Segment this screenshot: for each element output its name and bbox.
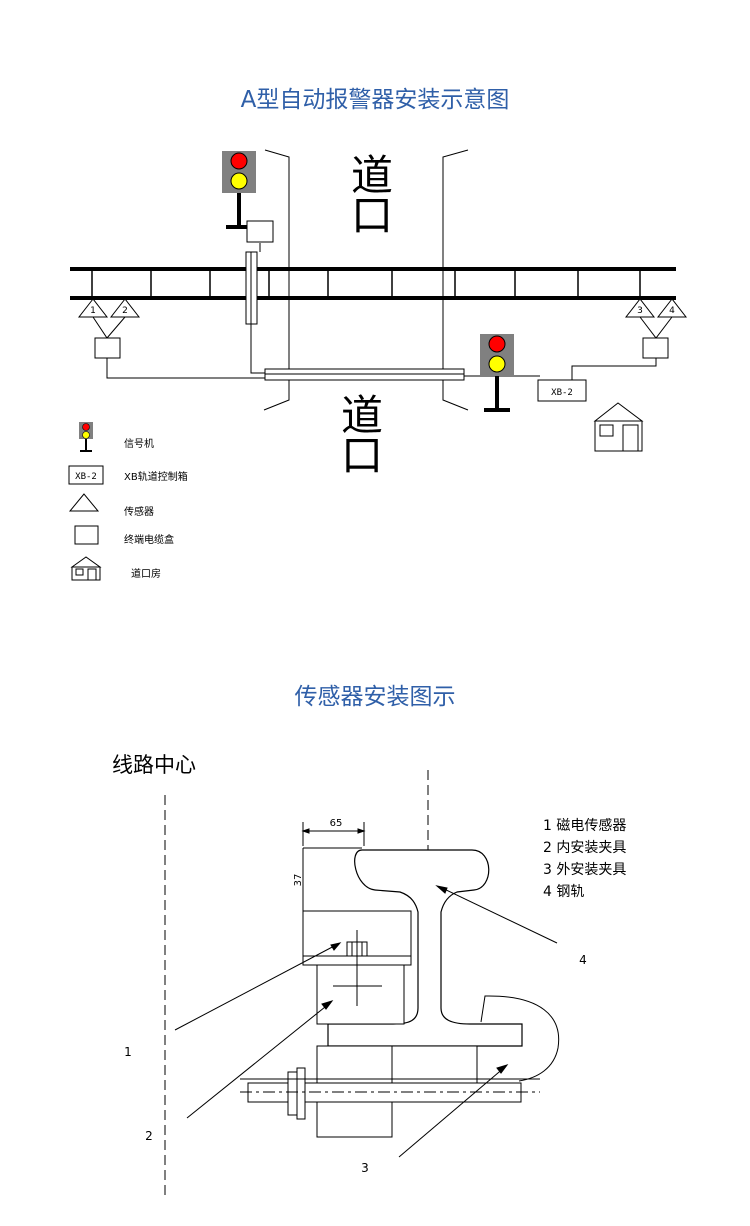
callout-4: 4 [579,953,587,967]
sensor-group-left [77,298,141,359]
cable-wiring [106,243,657,384]
crossing-label-lower-1: 道 [341,391,383,440]
railway-track [70,267,676,300]
junction-box-icon [74,525,99,545]
crossing-label-upper-1: 道 [351,151,393,200]
part-list-item-2: 2 内安装夹具 [543,840,626,856]
dimension-height-value: 37 [293,874,304,887]
sensor-number-1: 1 [90,306,96,316]
outer-clamp [240,995,560,1138]
magnetoelectric-sensor [302,910,412,1025]
control-box-icon: XB-2 [68,465,104,485]
callout-1: 1 [124,1045,132,1059]
part-list-item-3: 3 外安装夹具 [543,862,626,878]
cable-conduit-vertical [245,251,258,325]
junction-box-upper [246,220,274,243]
legend-label-junction-box: 终端电缆盒 [124,533,174,546]
legend-label-house: 道口房 [131,567,161,580]
legend-box-text: XB-2 [75,472,97,482]
center-line-label: 线路中心 [112,753,196,777]
crossing-house [593,402,644,452]
callout-2: 2 [145,1129,153,1143]
sensor-number-3: 3 [637,306,643,316]
sensor-group-right [624,298,688,359]
sensor-number-2: 2 [122,306,128,316]
legend-label-control-box: XB轨道控制箱 [124,470,188,483]
control-box [537,379,587,402]
diagram-title-sensor: 传感器安装图示 [294,684,456,710]
signal-light-lower [480,334,514,412]
dimension-height [302,847,362,911]
installation-diagram: 道 口 道 口 [68,149,688,581]
part-list-item-1: 1 磁电传感器 [543,817,626,834]
legend-label-sensor: 传感器 [124,505,154,518]
callout-3: 3 [361,1161,369,1175]
road-crossing [263,149,469,411]
crossing-label-lower-2: 口 [341,431,383,480]
callout-leaders [174,885,558,1158]
control-box-label: XB-2 [551,388,573,398]
legend-label-signal: 信号机 [124,437,154,450]
signal-light-upper [222,151,256,229]
signal-light-icon [79,422,93,452]
part-list-item-4: 4 钢轨 [543,884,584,900]
legend: 信号机 XB-2 XB轨道控制箱 传感器 终端电缆盒 道口房 [68,422,188,581]
dimension-width [301,822,366,846]
steel-rail [327,849,523,1047]
sensor-installation-diagram: 线路中心 65 37 1 [112,753,626,1196]
diagram-title-installation: A型自动报警器安装示意图 [240,87,510,113]
sensor-number-4: 4 [669,306,675,316]
dimension-width-value: 65 [330,818,343,829]
triangle-sensor-icon [68,493,100,512]
house-icon [70,556,102,581]
cable-conduit-horizontal [264,368,465,381]
crossing-label-upper-2: 口 [351,191,393,240]
